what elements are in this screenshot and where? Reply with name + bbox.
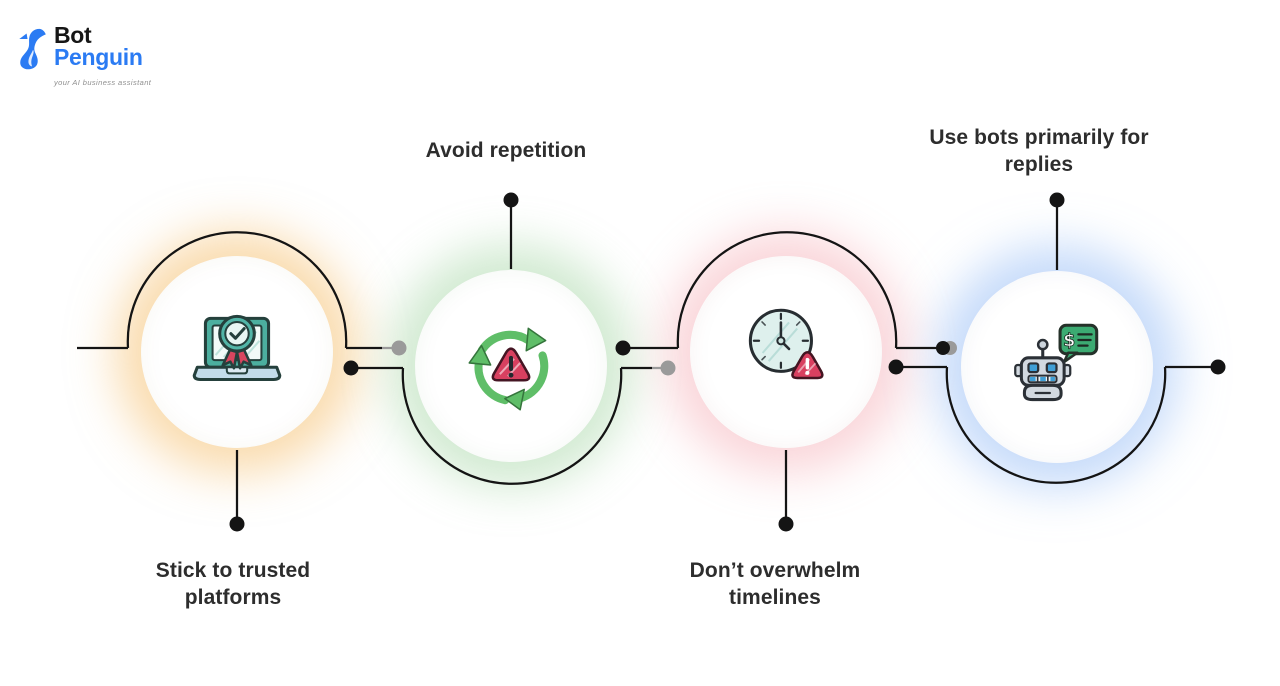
logo-brand-second: Penguin <box>54 44 143 70</box>
step-label-dont-overwhelm: Don’t overwhelm timelines <box>689 559 861 609</box>
clock-warning-icon <box>748 308 824 380</box>
botpenguin-logo: Bot Penguin your AI business assistant <box>17 24 151 94</box>
step-circle-trusted-platforms <box>141 256 333 448</box>
dollar-symbol: $ <box>1063 331 1075 351</box>
logo-tagline: your AI business assistant <box>54 78 152 87</box>
recycle-warning-icon <box>468 327 549 411</box>
step-label-trusted-platforms: Stick to trusted platforms <box>155 559 311 609</box>
step-circle-bots-for-replies: $ <box>961 271 1153 463</box>
step-label-bots-for-replies: Use bots primarily for replies <box>929 126 1149 176</box>
robot-chat-icon: $ <box>1014 323 1099 402</box>
laptop-certificate-icon <box>192 314 282 382</box>
step-circle-avoid-repetition <box>415 270 607 462</box>
step-circle-dont-overwhelm <box>690 256 882 448</box>
logo-brand-first: Bot <box>54 22 92 48</box>
step-label-avoid-repetition: Avoid repetition <box>425 139 587 162</box>
penguin-logo-icon <box>19 28 46 70</box>
